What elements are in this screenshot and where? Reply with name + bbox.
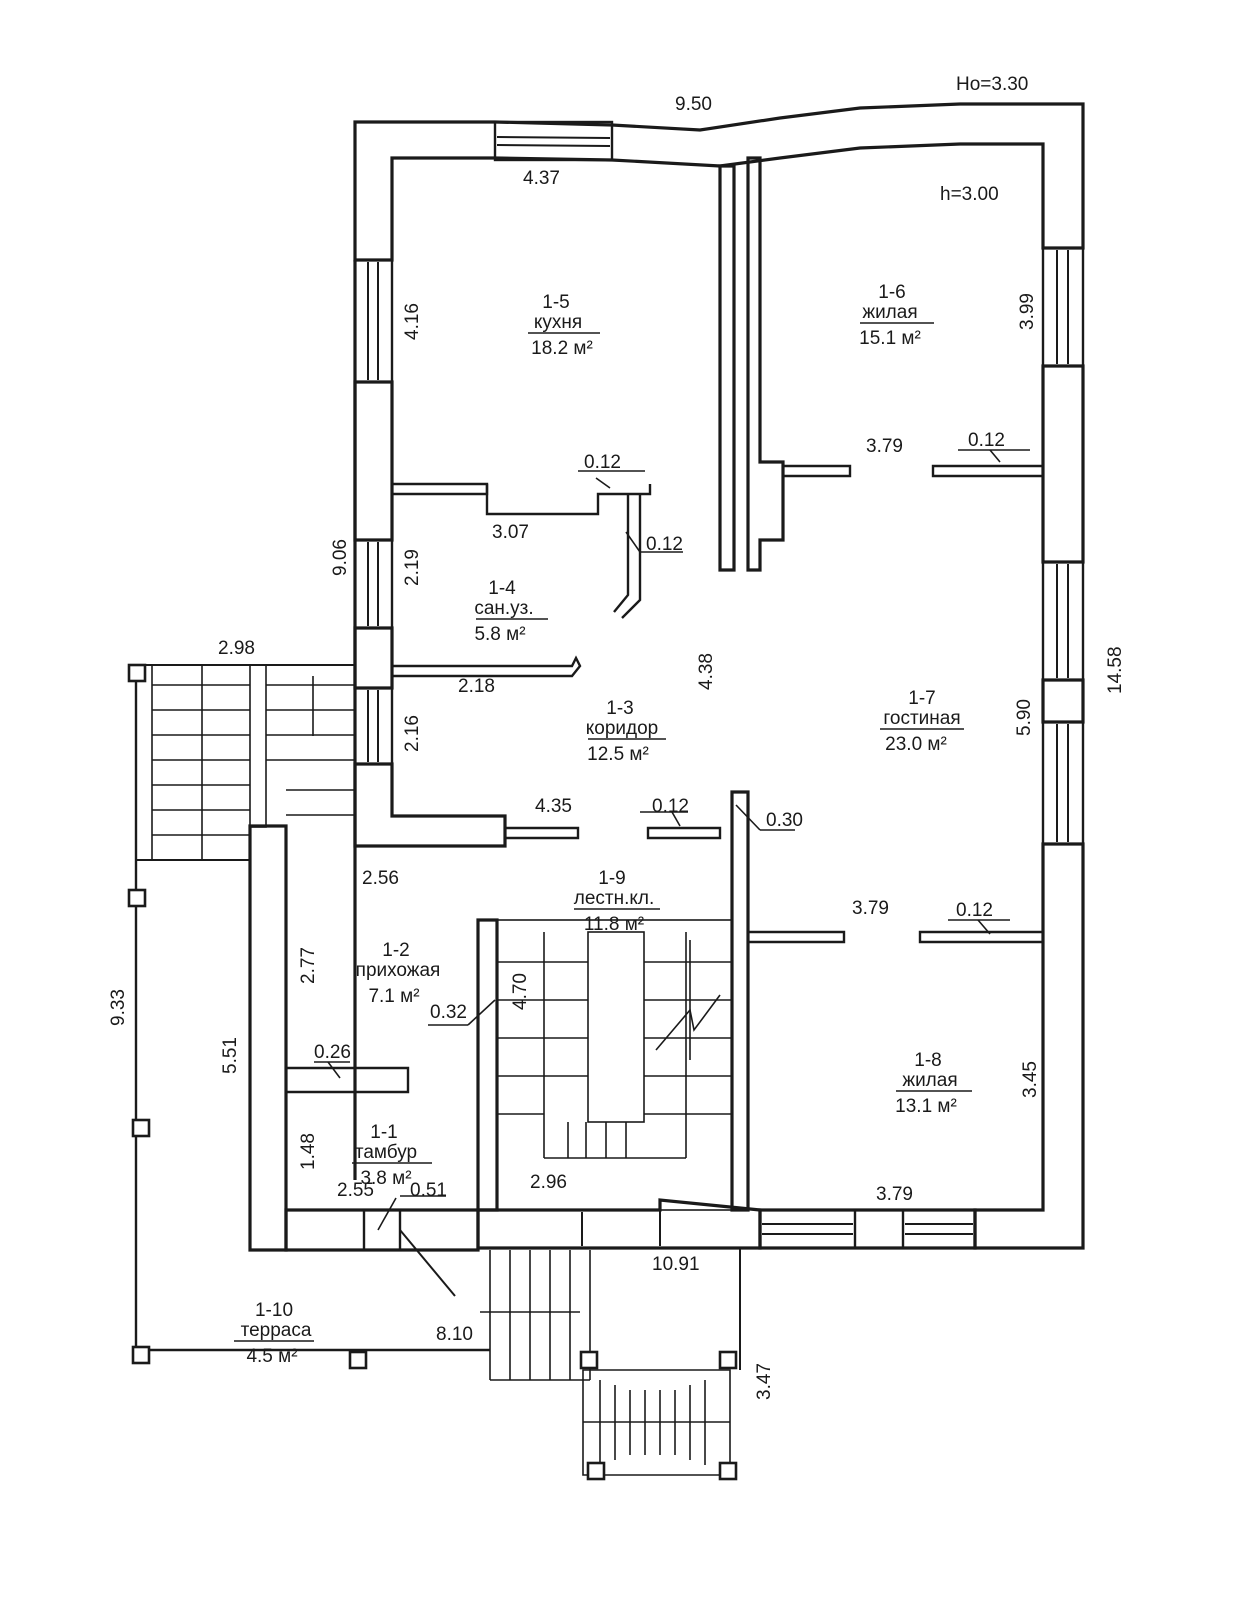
room-1-9: 1-9 лестн.кл. 11.8 м² (574, 868, 660, 935)
dim-corridor-width: 4.35 (535, 796, 572, 817)
dim-partition-012-living: 0.12 (956, 900, 993, 921)
dim-partition-012-corridor: 0.12 (652, 796, 689, 817)
room-id: 1-2 (382, 940, 409, 961)
interior-staircase (496, 919, 733, 1211)
dim-terrace-inner: 5.51 (220, 1037, 241, 1074)
room-area: 5.8 м² (474, 624, 525, 645)
room-id: 1-10 (255, 1300, 293, 1321)
room-area: 18.2 м² (531, 338, 593, 359)
dim-terrace-top: 2.98 (218, 638, 255, 659)
room-id: 1-1 (370, 1122, 397, 1143)
room-1-10: 1-10 терраса 4.5 м² (234, 1300, 314, 1367)
dim-vestibule-width: 2.55 (337, 1180, 374, 1201)
dim-bedroom2-width: 3.79 (876, 1184, 913, 1205)
room-1-7: 1-7 гостиная 23.0 м² (880, 688, 964, 755)
room-id: 1-8 (914, 1050, 941, 1071)
leader-lines (314, 449, 1030, 1231)
room-name: жилая (902, 1070, 957, 1091)
dim-vestibule-depth: 1.48 (298, 1133, 319, 1170)
dim-top-outer: 9.50 (675, 94, 712, 115)
dim-bedroom2-depth: 3.45 (1020, 1061, 1041, 1098)
room-area: 13.1 м² (895, 1096, 957, 1117)
dim-wall-032: 0.32 (430, 1002, 467, 1023)
dim-corridor-depth: 2.16 (402, 715, 423, 752)
room-name: сан.уз. (474, 598, 533, 619)
room-area: 3.8 м² (360, 1168, 411, 1189)
dim-bedroom1-width: 3.79 (866, 436, 903, 457)
room-1-1: 1-1 тамбур 3.8 м² (352, 1122, 432, 1189)
dim-living-width: 3.79 (852, 898, 889, 919)
dim-wall-051: 0.51 (410, 1180, 447, 1201)
dim-hall-width: 2.56 (362, 868, 399, 889)
room-id: 1-5 (542, 292, 569, 313)
room-name: лестн.кл. (574, 888, 655, 909)
dim-bath-depth: 2.19 (402, 549, 423, 586)
dim-corridor-length: 4.38 (696, 653, 717, 690)
room-area: 15.1 м² (859, 328, 921, 349)
dim-left-wall: 9.06 (330, 539, 351, 576)
dim-bedroom1-depth: 3.99 (1017, 293, 1038, 330)
room-area: 11.8 м² (584, 914, 644, 935)
dim-partition-012-kitchen: 0.12 (584, 452, 621, 473)
room-id: 1-7 (908, 688, 935, 709)
room-name: кухня (534, 312, 582, 333)
dim-kitchen-width: 4.37 (523, 168, 560, 189)
ceiling-height-outer: Нo=3.30 (956, 74, 1028, 95)
dim-porch-depth: 3.47 (754, 1363, 775, 1400)
room-name: гостиная (883, 708, 960, 729)
dim-hall-depth: 2.77 (298, 947, 319, 984)
dim-terrace-left: 9.33 (108, 989, 129, 1026)
room-area: 12.5 м² (587, 744, 649, 765)
room-1-2: 1-2 прихожая 7.1 м² (356, 940, 441, 1007)
room-1-8: 1-8 жилая 13.1 м² (895, 1050, 972, 1117)
room-area: 4.5 м² (246, 1346, 297, 1367)
dim-stair-width: 2.96 (530, 1172, 567, 1193)
ceiling-height-inner: h=3.00 (940, 184, 999, 205)
room-name: прихожая (356, 960, 441, 981)
dim-bath-inner: 2.18 (458, 676, 495, 697)
room-labels: 1-5 кухня 18.2 м² 1-6 жилая 15.1 м² 1-4 … (234, 282, 972, 1367)
room-1-4: 1-4 сан.уз. 5.8 м² (474, 578, 548, 645)
dim-kitchen-depth: 4.16 (402, 303, 423, 340)
dimension-labels: Нo=3.30 h=3.00 9.50 4.37 4.16 3.99 3.79 … (108, 74, 1126, 1400)
room-area: 23.0 м² (885, 734, 947, 755)
dim-wall-026: 0.26 (314, 1042, 351, 1063)
dim-bottom-outer: 10.91 (652, 1254, 700, 1275)
dim-partition-012-bath: 0.12 (646, 534, 683, 555)
dim-stair-length: 4.70 (510, 973, 531, 1010)
room-name: терраса (241, 1320, 312, 1341)
room-1-6: 1-6 жилая 15.1 м² (859, 282, 934, 349)
internal-walls (248, 156, 1045, 1297)
dim-bath-width: 3.07 (492, 522, 529, 543)
room-id: 1-6 (878, 282, 905, 303)
room-area: 7.1 м² (368, 986, 419, 1007)
room-name: коридор (586, 718, 659, 739)
room-id: 1-9 (598, 868, 625, 889)
dim-wall-030: 0.30 (766, 810, 803, 831)
dim-terrace-bottom: 8.10 (436, 1324, 473, 1345)
room-1-5: 1-5 кухня 18.2 м² (528, 292, 600, 359)
dim-right-outer: 14.58 (1105, 646, 1126, 694)
room-id: 1-4 (488, 578, 516, 599)
room-name: тамбур (355, 1142, 417, 1163)
room-1-3: 1-3 коридор 12.5 м² (586, 698, 666, 765)
dim-partition-012-bedroom1: 0.12 (968, 430, 1005, 451)
dim-living-depth: 5.90 (1014, 699, 1035, 736)
room-name: жилая (862, 302, 917, 323)
terrace (127, 663, 741, 1481)
room-id: 1-3 (606, 698, 633, 719)
